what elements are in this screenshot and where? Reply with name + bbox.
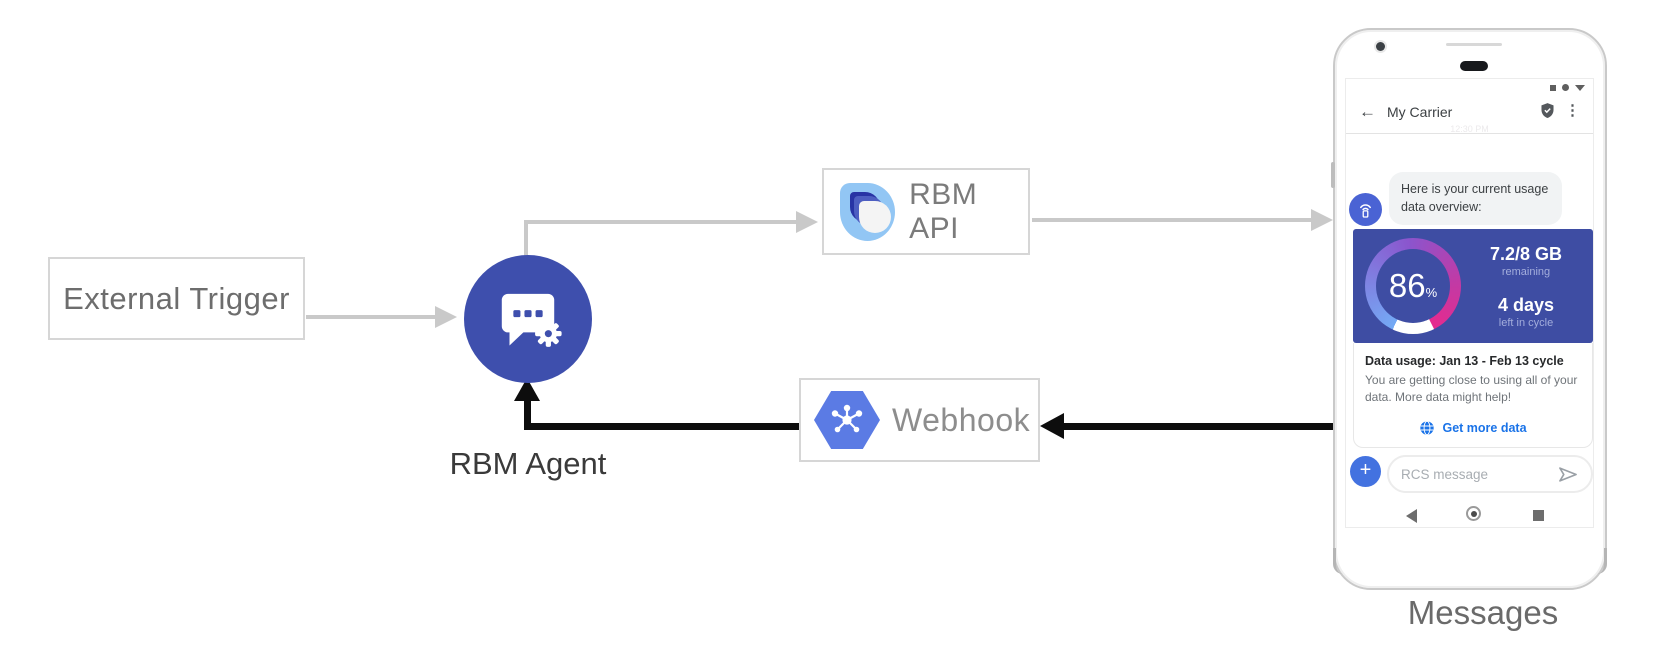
earpiece-speaker — [1460, 61, 1488, 71]
status-bar — [1550, 84, 1585, 91]
conversation-title: My Carrier — [1387, 104, 1453, 120]
arrow-trigger-to-agent-line — [306, 315, 436, 319]
arrow-webhook-to-agent-line — [524, 423, 800, 430]
arrow-webhook-to-agent-vertical — [524, 399, 531, 427]
info-card-title: Data usage: Jan 13 - Feb 13 cycle — [1365, 354, 1564, 368]
arrow-api-to-phone-line — [1032, 218, 1314, 222]
phone-device: ← My Carrier ⋮ 12:30 PM Here is — [1331, 28, 1607, 590]
speaker-slot — [1446, 43, 1502, 46]
arrow-phone-to-webhook-line — [1062, 423, 1334, 430]
phone-antenna-mark-right — [1595, 548, 1607, 574]
back-arrow-icon[interactable]: ← — [1359, 102, 1376, 121]
get-more-data-label: Get more data — [1442, 421, 1527, 435]
webhook-label: Webhook — [892, 401, 1031, 438]
arrow-agent-to-api-vertical — [524, 222, 528, 256]
phone-antenna-mark-left — [1333, 548, 1345, 574]
rbm-agent-node — [464, 255, 592, 383]
phone-side-button — [1331, 162, 1335, 188]
verified-shield-icon — [1539, 101, 1556, 125]
rbm-api-label: RBM API — [909, 177, 978, 245]
pubsub-hexagon-icon — [814, 391, 880, 449]
front-camera-icon — [1376, 42, 1385, 51]
rcs-message-input[interactable] — [1401, 466, 1549, 482]
overflow-menu-icon[interactable]: ⋮ — [1565, 102, 1580, 119]
phone-screen: ← My Carrier ⋮ 12:30 PM Here is — [1345, 78, 1594, 528]
status-circle-icon — [1562, 84, 1569, 91]
arrow-agent-to-api-head — [796, 211, 818, 233]
compose-plus-button[interactable]: + — [1350, 456, 1381, 487]
info-card-body: You are getting close to using all of yo… — [1365, 373, 1578, 404]
usage-gauge: 86% — [1365, 238, 1461, 334]
send-icon[interactable] — [1557, 466, 1579, 483]
rbm-api-node: RBM API — [822, 168, 1030, 255]
arrow-webhook-to-agent-head — [514, 378, 540, 401]
nav-recents-button[interactable] — [1533, 510, 1544, 521]
data-amount: 7.2/8 GB — [1489, 244, 1563, 264]
days-left: 4 days — [1497, 295, 1555, 315]
webhook-node: Webhook — [799, 378, 1040, 462]
antenna-icon — [1360, 204, 1371, 218]
status-signal-icon — [1575, 84, 1585, 91]
external-trigger-label: External Trigger — [63, 280, 290, 316]
message-timestamp: 12:30 PM — [1450, 124, 1489, 134]
nav-home-button[interactable] — [1466, 506, 1481, 521]
rbm-agent-label: RBM Agent — [449, 446, 607, 481]
messages-caption: Messages — [1407, 594, 1559, 631]
globe-icon — [1420, 420, 1435, 436]
data-amount-caption: remaining — [1501, 266, 1551, 278]
chat-bubble-gear-icon — [491, 280, 565, 359]
data-usage-info-card: Data usage: Jan 13 - Feb 13 cycle You ar… — [1353, 343, 1593, 448]
arrow-phone-to-webhook-head — [1040, 413, 1064, 439]
usage-percent: 86% — [1388, 267, 1438, 304]
arrow-api-to-phone-head — [1311, 209, 1333, 231]
days-left-caption: left in cycle — [1498, 317, 1554, 329]
data-usage-card: 86% 7.2/8 GB remaining 4 days left in cy… — [1353, 229, 1593, 343]
arrow-agent-to-api-line — [524, 220, 797, 224]
rbm-api-logo-icon — [840, 182, 896, 241]
carrier-bot-avatar — [1349, 193, 1382, 226]
status-square-icon — [1550, 84, 1556, 91]
compose-field[interactable] — [1387, 455, 1593, 493]
nav-back-button[interactable] — [1406, 509, 1417, 523]
conversation-header: ← My Carrier ⋮ — [1346, 93, 1593, 134]
arrow-trigger-to-agent-head — [435, 306, 457, 328]
external-trigger-node: External Trigger — [48, 257, 305, 340]
get-more-data-button[interactable]: Get more data — [1354, 420, 1592, 436]
bot-message-bubble: Here is your current usage data overview… — [1389, 172, 1562, 225]
